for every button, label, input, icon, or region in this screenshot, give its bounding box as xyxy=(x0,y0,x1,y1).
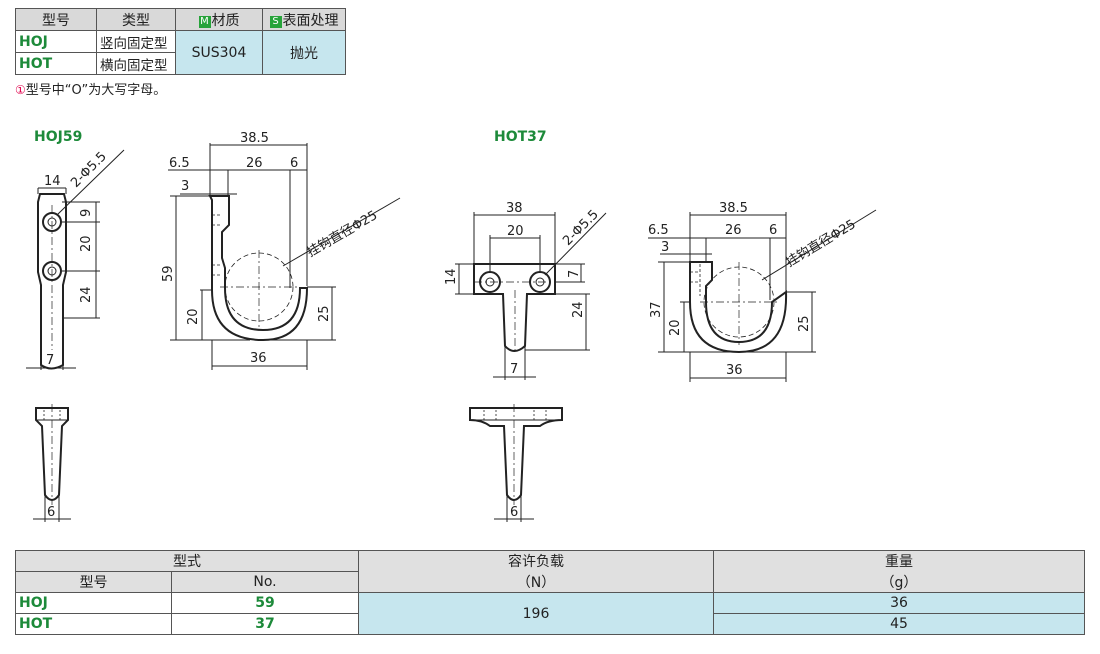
spec-surface-value: 抛光 xyxy=(262,30,346,75)
dim-hot-side-width: 38 xyxy=(506,201,523,216)
header-model: 型号 xyxy=(15,8,97,31)
dim-hot-bottom: 6 xyxy=(510,505,518,520)
row-weight-hot: 45 xyxy=(713,613,1085,635)
dim-hoj-side-bottom: 7 xyxy=(46,353,54,368)
dim-hot-front-small: 3 xyxy=(661,240,669,255)
technical-drawing: HOJ59 HOT37 14 2-Φ5.5 9 20 24 7 xyxy=(26,129,877,522)
dim-hot-side-7: 7 xyxy=(567,270,582,278)
dim-hoj-front-total: 38.5 xyxy=(240,131,269,146)
spec-type-hot: 横向固定型 xyxy=(96,52,176,75)
row-weight-hoj: 36 xyxy=(713,592,1085,614)
dim-hot-front-depth: 25 xyxy=(797,315,812,332)
header-material-label: 材质 xyxy=(211,12,240,29)
header-weight: 重量 xyxy=(713,550,1085,572)
dim-hoj-side-9: 9 xyxy=(79,209,94,217)
header-surface-label: 表面处理 xyxy=(282,12,339,29)
header-model: 型号 xyxy=(15,571,172,593)
note-mark-icon: ① xyxy=(15,83,26,97)
dim-hot-side-pitch: 20 xyxy=(507,224,524,239)
dim-hot-front-right: 6 xyxy=(769,223,777,238)
dim-hot-front-mid: 26 xyxy=(725,223,742,238)
load-value: 196 xyxy=(358,592,714,635)
dim-hot-front-left: 6.5 xyxy=(648,223,669,238)
header-form: 型式 xyxy=(15,550,359,572)
row-no-hot: 37 xyxy=(171,613,359,635)
dim-hot-front-total: 38.5 xyxy=(719,201,748,216)
header-type: 类型 xyxy=(96,8,176,31)
header-no: No. xyxy=(171,571,359,593)
dim-hoj-bottom: 6 xyxy=(47,505,55,520)
note-text: 型号中“O”为大写字母。 xyxy=(25,83,167,98)
dim-hot-side-holes: 2-Φ5.5 xyxy=(560,207,602,249)
dim-hoj-hook-dia: 挂钩直径Φ25 xyxy=(305,208,381,260)
dim-hoj-side-24: 24 xyxy=(79,286,94,303)
dim-hoj-front-left: 6.5 xyxy=(169,156,190,171)
dim-hot-front-bottom: 36 xyxy=(726,363,743,378)
dim-hoj-front-hook-h: 20 xyxy=(186,308,201,325)
dim-hoj-side-20: 20 xyxy=(79,235,94,252)
dim-hoj-front-depth: 25 xyxy=(317,305,332,322)
hot-side-view xyxy=(455,212,607,380)
dim-hot-hook-dia: 挂钩直径Φ25 xyxy=(783,217,858,270)
spec-type-hoj: 竖向固定型 xyxy=(96,30,176,53)
hoj-front-view xyxy=(168,143,401,370)
material-tag-icon: M xyxy=(198,15,211,28)
dim-hot-side-14: 14 xyxy=(444,268,459,285)
hot-bottom-view xyxy=(469,404,563,522)
hoj-side-view xyxy=(26,149,125,370)
dim-hot-front-hook-h: 20 xyxy=(668,319,683,336)
hoj-bottom-view xyxy=(33,404,71,522)
row-code-hoj: HOJ xyxy=(15,592,172,614)
header-load: 容许负载 xyxy=(358,550,714,572)
data-table: 型式 容许负载 重量 型号 No. （N） （g） HOJ 59 196 36 … xyxy=(15,550,1085,635)
dim-hot-front-height: 37 xyxy=(649,301,664,318)
row-no-hoj: 59 xyxy=(171,592,359,614)
spec-code-hot: HOT xyxy=(15,52,97,75)
spec-note: ①型号中“O”为大写字母。 xyxy=(15,79,166,98)
header-load-unit: （N） xyxy=(358,571,714,593)
hoj-label: HOJ59 xyxy=(34,129,82,145)
header-weight-unit: （g） xyxy=(713,571,1085,593)
hot-label: HOT37 xyxy=(494,129,547,145)
hot-front-view xyxy=(648,209,877,382)
row-code-hot: HOT xyxy=(15,613,172,635)
dim-hoj-front-mid: 26 xyxy=(246,156,263,171)
dim-hot-side-24: 24 xyxy=(571,301,586,318)
dim-hoj-side-width: 14 xyxy=(44,174,61,189)
spec-material-value: SUS304 xyxy=(175,30,263,75)
dim-hoj-front-right: 6 xyxy=(290,156,298,171)
dim-hot-side-bottom: 7 xyxy=(510,362,518,377)
dim-hoj-front-small: 3 xyxy=(181,179,189,194)
dim-hoj-front-height: 59 xyxy=(161,265,176,282)
surface-tag-icon: S xyxy=(269,15,282,28)
dim-hoj-front-bottom: 36 xyxy=(250,351,267,366)
